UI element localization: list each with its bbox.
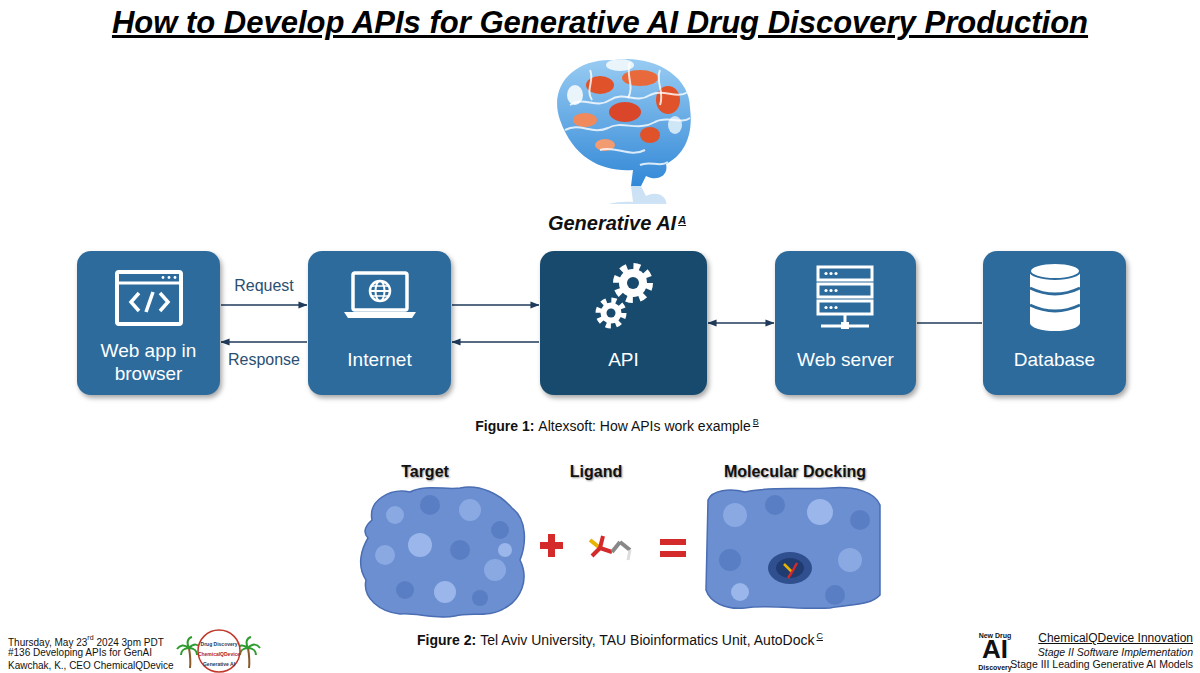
flow-arrow xyxy=(452,304,539,306)
process-box: Database xyxy=(983,251,1126,395)
ordinal-suffix: rd xyxy=(87,634,93,641)
event-date: Thursday, May 23 xyxy=(8,637,87,648)
plus-sign xyxy=(540,534,563,557)
laptop-globe-icon xyxy=(308,251,451,351)
flow-arrow xyxy=(221,304,307,306)
text-row: Thursday, May 23rd 2024 3pm PDT xyxy=(8,632,164,649)
footnote-mark: A xyxy=(678,214,686,226)
logo-text: ChemicalQDevice xyxy=(198,651,240,657)
logo-text: AI xyxy=(982,634,1008,664)
company-name: ChemicalQDevice Innovation xyxy=(1038,631,1193,645)
arrow-label: Response xyxy=(226,351,302,369)
text-row: Figure 2:Tel Aviv University, TAU Bioinf… xyxy=(417,627,823,649)
figure-caption: Altexsoft: How APIs work example xyxy=(538,418,750,434)
text-row: ChemicalQDevice Innovation xyxy=(1038,630,1193,645)
event-title: #136 Developing APIs for GenAI xyxy=(8,647,152,658)
process-box: Web app in browser xyxy=(77,251,220,395)
figure-heading: Generative AI xyxy=(548,212,676,234)
stage-note: Stage III Leading Generative AI Models xyxy=(1010,658,1193,670)
ligand-molecule xyxy=(590,536,630,560)
arrow-label: Request xyxy=(232,277,296,295)
logo-text: Discovery xyxy=(978,664,1011,671)
text-row: Target xyxy=(401,462,449,482)
flow-arrow xyxy=(452,341,539,343)
process-box: Web server xyxy=(775,251,916,395)
illustration-label: Molecular Docking xyxy=(724,463,866,480)
text-row: Generative AI xyxy=(203,658,235,667)
server-icon xyxy=(775,251,916,351)
equals-sign xyxy=(660,539,686,557)
event-date: 2024 3pm PDT xyxy=(97,637,164,648)
box-label: Web server xyxy=(781,348,911,371)
text-row: Generative AIA xyxy=(548,208,686,237)
docking-complex xyxy=(706,488,880,609)
illustration-label: Ligand xyxy=(570,463,622,480)
code-window-icon xyxy=(77,251,220,351)
gears-icon xyxy=(540,251,707,351)
database-icon xyxy=(983,251,1126,351)
box-label: Internet xyxy=(315,348,445,371)
logo-badge xyxy=(198,630,240,672)
text-row: Stage II Software Implementation xyxy=(1038,645,1193,658)
brain-reflection xyxy=(545,186,695,204)
text-row: #136 Developing APIs for GenAI xyxy=(8,645,152,659)
footnote-mark: C xyxy=(816,631,823,641)
process-box: Internet xyxy=(308,251,451,395)
text-row: AI xyxy=(982,637,1008,665)
footnote-mark: B xyxy=(753,417,759,427)
figure-caption: Figure 2: xyxy=(417,632,476,648)
text-row: Discovery xyxy=(978,661,1011,672)
logo-text: Generative AI xyxy=(203,661,235,667)
process-box: API xyxy=(540,251,707,395)
box-label: Database xyxy=(990,348,1120,371)
text-row: ChemicalQDevice xyxy=(198,648,240,657)
flow-arrow xyxy=(221,341,307,343)
box-label: Web app in browser xyxy=(89,339,209,385)
text-row: Drug Discovery xyxy=(201,638,238,647)
author-line: Kawchak, K., CEO ChemicalQDevice xyxy=(8,660,174,671)
flow-arrow xyxy=(917,322,982,324)
stage-note: Stage II Software Implementation xyxy=(1038,646,1193,658)
brain-illustration xyxy=(545,50,695,190)
logo-text: Drug Discovery xyxy=(201,641,238,647)
text-row: Kawchak, K., CEO ChemicalQDevice xyxy=(8,658,174,672)
page-title: How to Develop APIs for Generative AI Dr… xyxy=(0,4,1200,42)
target-protein xyxy=(361,487,525,617)
illustration-label: Target xyxy=(401,463,449,480)
figure-caption: Tel Aviv University, TAU Bioinformatics … xyxy=(480,632,814,648)
text-row: Molecular Docking xyxy=(724,462,866,482)
text-row: Figure 1:Altexsoft: How APIs work exampl… xyxy=(475,413,759,435)
text-row: Stage III Leading Generative AI Models xyxy=(1010,657,1193,670)
box-label: API xyxy=(549,348,699,371)
text-row: Ligand xyxy=(570,462,622,482)
flow-arrow xyxy=(708,322,774,324)
figure-caption: Figure 1: xyxy=(475,418,534,434)
